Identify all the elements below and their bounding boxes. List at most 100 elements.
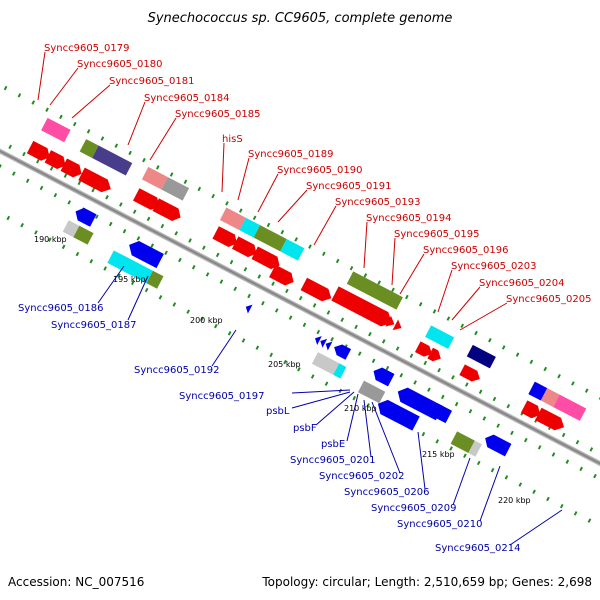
tick-dot — [363, 273, 368, 278]
tick-dot — [490, 467, 495, 473]
tick-dot — [160, 223, 165, 229]
gene-arrow — [485, 434, 512, 457]
tick-dot — [202, 245, 206, 250]
gene-block — [79, 139, 99, 158]
tick-dot — [312, 303, 317, 308]
gene-arrow — [129, 241, 164, 269]
tick-dot — [186, 309, 190, 314]
tick-dot — [464, 382, 469, 387]
tick-dot — [561, 432, 566, 438]
gene-arrow — [269, 264, 294, 286]
tick-dot — [593, 473, 597, 479]
tick-dot — [587, 518, 592, 523]
leader-line — [221, 142, 225, 193]
gene-block — [253, 225, 287, 252]
tick-dot — [409, 353, 414, 358]
gene-label: Syncc9605_0210 — [397, 519, 483, 530]
tick-dot — [225, 201, 229, 206]
tick-dot — [510, 430, 514, 436]
bottom-label-leaders — [97, 265, 563, 546]
tick-dot — [518, 482, 523, 487]
tick-dot — [482, 416, 487, 421]
tick-dot — [238, 208, 243, 213]
gene-label: psbL — [266, 406, 290, 417]
gene-block — [553, 394, 587, 421]
tick-dot — [589, 447, 594, 452]
gene-arrow — [520, 400, 541, 419]
tick-dot — [504, 475, 509, 480]
tick-dot — [316, 329, 321, 335]
tick-dot — [340, 317, 345, 322]
tick-dot — [421, 431, 426, 437]
tick-dot — [349, 265, 354, 271]
gene-block — [466, 344, 496, 369]
tick-dot — [63, 173, 68, 178]
tick-dot — [385, 365, 390, 371]
tick-dot — [150, 243, 155, 248]
top-labels: Syncc9605_0179 Syncc9605_0180 Syncc9605_… — [44, 43, 592, 305]
gene-arrow — [300, 277, 332, 302]
leader-line — [399, 253, 425, 295]
tick-dot — [31, 100, 36, 105]
tick-dot — [108, 221, 113, 227]
map-title: Synechococcus sp. CC9605, complete genom… — [148, 11, 453, 26]
tick-dot — [20, 223, 24, 228]
tick-dot — [241, 338, 246, 343]
tick-dot — [474, 330, 478, 336]
tick-dot — [119, 202, 123, 207]
gene-arrow — [373, 367, 395, 387]
gene-block — [239, 217, 261, 238]
leader-line — [437, 269, 453, 313]
tick-dot — [214, 323, 218, 329]
tick-dot — [191, 264, 196, 270]
tick-dot — [3, 85, 8, 91]
tick-dot — [274, 308, 279, 313]
backbone-line — [0, 118, 600, 539]
tick-dot — [188, 238, 192, 243]
scale-label: 210 kbp — [344, 404, 377, 413]
tick-dot — [418, 301, 423, 307]
gene-label: Syncc9605_0184 — [144, 93, 230, 104]
gene-label: Syncc9605_0201 — [290, 455, 376, 466]
scale-label: 200 kbp — [190, 316, 223, 325]
tick-dot — [142, 157, 146, 163]
tick-dot — [6, 215, 11, 221]
tick-dot — [298, 295, 303, 301]
tick-dot — [136, 236, 141, 241]
gene-label: Syncc9605_0205 — [506, 294, 592, 305]
gene-arrow — [152, 198, 181, 221]
gene-block — [450, 431, 475, 454]
gene-block — [357, 380, 386, 404]
tick-dot — [283, 359, 287, 365]
tick-dot — [47, 237, 52, 242]
tick-dot — [529, 359, 534, 365]
leader-line — [291, 391, 351, 409]
tick-dot — [310, 374, 315, 379]
tick-dot — [515, 352, 520, 357]
gene-arrow — [377, 399, 420, 431]
tick-dot — [280, 229, 285, 235]
gene-label: Syncc9605_0209 — [371, 503, 457, 514]
gene-arrow — [78, 167, 111, 193]
tick-dot — [252, 215, 257, 221]
tick-dot — [172, 302, 177, 307]
genome-track — [0, 85, 600, 539]
tick-dot — [75, 251, 80, 257]
tick-dot — [86, 129, 91, 134]
gene-arrow — [459, 364, 480, 382]
gene-arrow — [26, 140, 50, 161]
gene-block — [92, 145, 133, 176]
tick-dot — [128, 150, 132, 156]
tick-dot — [178, 257, 182, 263]
leader-line — [479, 465, 501, 522]
gene-label: Syncc9605_0203 — [451, 261, 537, 272]
leader-line — [71, 84, 111, 119]
tick-dot — [446, 316, 451, 321]
leader-line — [313, 205, 337, 246]
tick-dot — [197, 186, 202, 192]
tick-dot — [575, 439, 580, 445]
tick-dot — [285, 288, 289, 294]
tick-dot — [381, 339, 386, 344]
leader-line — [277, 189, 308, 223]
